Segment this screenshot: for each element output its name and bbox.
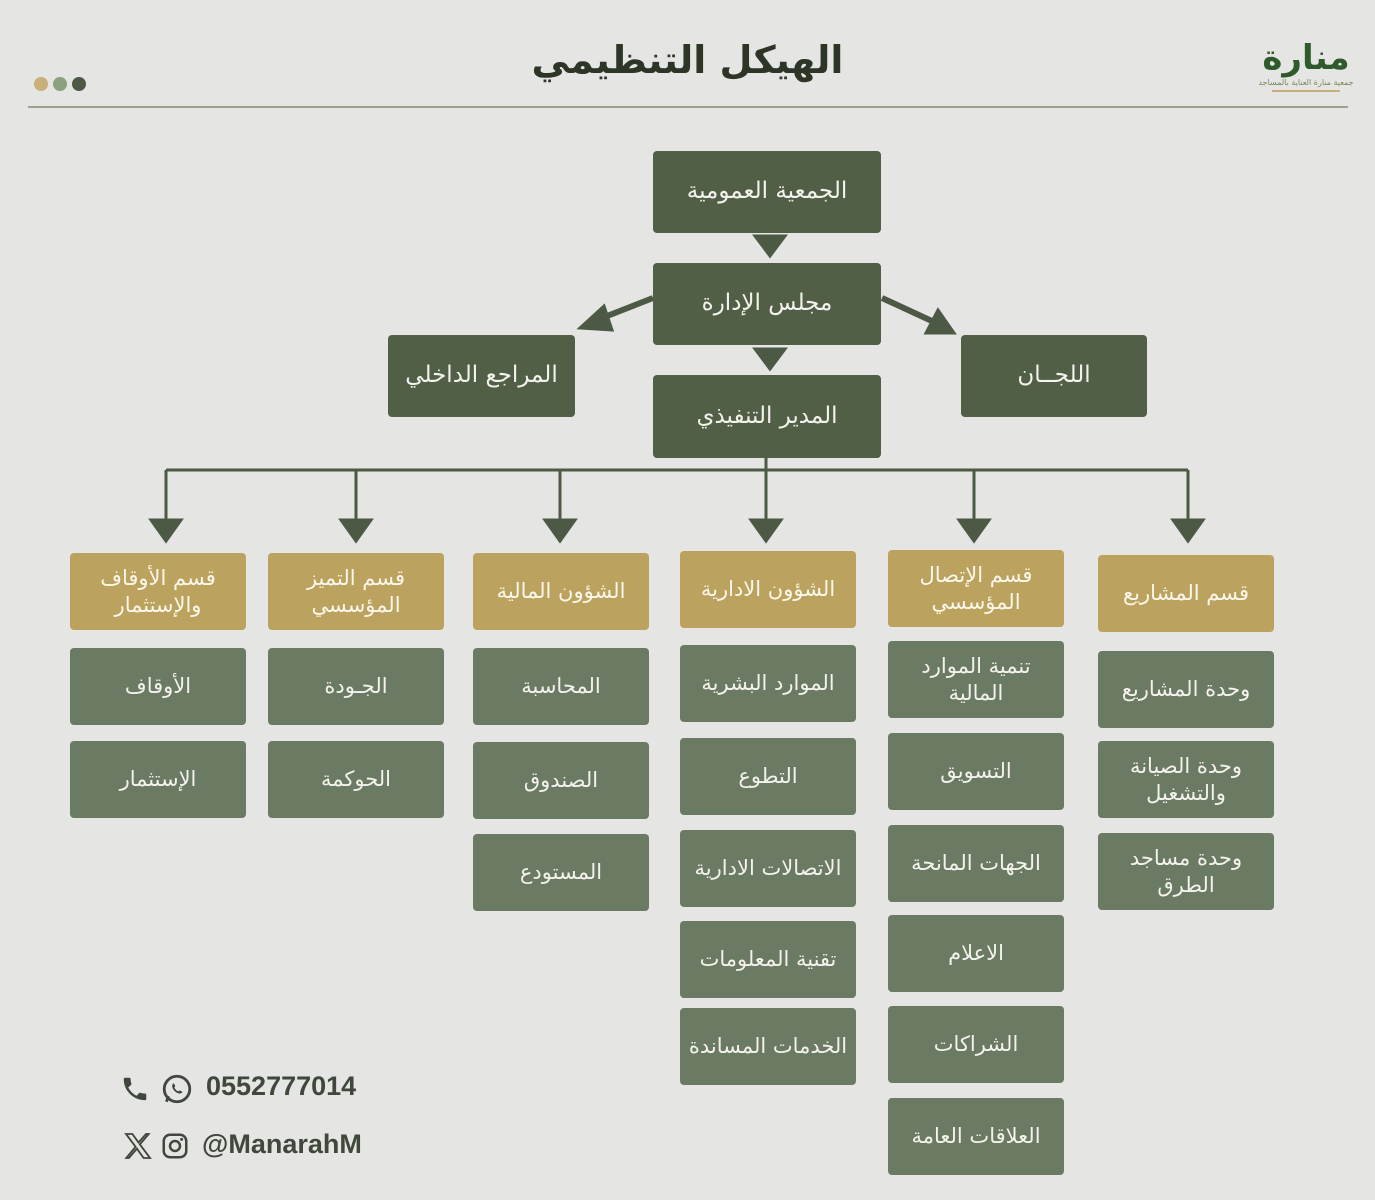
unit-box: الحوكمة: [268, 741, 444, 818]
unit-box: الخدمات المساندة: [680, 1008, 856, 1085]
header-divider: [28, 106, 1348, 108]
arrow-assembly-to-board: [752, 234, 788, 259]
unit-box: تنمية الموارد المالية: [888, 641, 1064, 718]
arrow-board-to-audit: [576, 303, 615, 332]
arrow-board-to-committees: [923, 307, 957, 335]
whatsapp-icon: [162, 1074, 192, 1104]
unit-box: الإستثمار: [70, 741, 246, 818]
phone-icon: [123, 1077, 147, 1101]
unit-box: الاتصالات الادارية: [680, 830, 856, 907]
dept-head-endowments: قسم الأوقاف والإستثمار: [70, 553, 246, 630]
unit-box: الاعلام: [888, 915, 1064, 992]
unit-box: الأوقاف: [70, 648, 246, 725]
social-handle[interactable]: @ManarahM: [202, 1129, 362, 1159]
logo-subtitle: جمعية منارة العناية بالمساجد: [1258, 78, 1354, 87]
decor-dot-1: [34, 77, 48, 91]
unit-box: الجهات المانحة: [888, 825, 1064, 902]
unit-box: التطوع: [680, 738, 856, 815]
arrow-board-to-director: [752, 347, 788, 372]
dept-head-admin: الشؤون الادارية: [680, 551, 856, 628]
unit-box: الشراكات: [888, 1006, 1064, 1083]
dept-head-projects: قسم المشاريع: [1098, 555, 1274, 632]
x-twitter-icon: [124, 1133, 152, 1159]
decor-dot-2: [53, 77, 67, 91]
dept-head-excellence: قسم التميز المؤسسي: [268, 553, 444, 630]
unit-box: الجـودة: [268, 648, 444, 725]
unit-box: المحاسبة: [473, 648, 649, 725]
committees-box: اللجــان: [961, 335, 1147, 417]
unit-box: الصندوق: [473, 742, 649, 819]
unit-box: تقنية المعلومات: [680, 921, 856, 998]
unit-box: وحدة الصيانة والتشغيل: [1098, 741, 1274, 818]
board-box: مجلس الإدارة: [653, 263, 881, 345]
unit-box: الموارد البشرية: [680, 645, 856, 722]
decor-dot-3: [72, 77, 86, 91]
internal-audit-box: المراجع الداخلي: [388, 335, 575, 417]
unit-box: التسويق: [888, 733, 1064, 810]
general-assembly-box: الجمعية العمومية: [653, 151, 881, 233]
instagram-icon: [162, 1133, 188, 1159]
unit-box: وحدة مساجد الطرق: [1098, 833, 1274, 910]
logo-underline: [1272, 90, 1340, 92]
manarah-logo: منارة جمعية منارة العناية بالمساجد: [1258, 38, 1354, 100]
logo-wordmark: منارة: [1262, 38, 1350, 78]
unit-box: العلاقات العامة: [888, 1098, 1064, 1175]
dept-head-finance: الشؤون المالية: [473, 553, 649, 630]
page-title: الهيكل التنظيمي: [531, 38, 844, 82]
executive-director-box: المدير التنفيذي: [653, 375, 881, 458]
unit-box: وحدة المشاريع: [1098, 651, 1274, 728]
dept-head-communication: قسم الإتصال المؤسسي: [888, 550, 1064, 627]
unit-box: المستودع: [473, 834, 649, 911]
phone-number[interactable]: 0552777014: [206, 1071, 357, 1101]
